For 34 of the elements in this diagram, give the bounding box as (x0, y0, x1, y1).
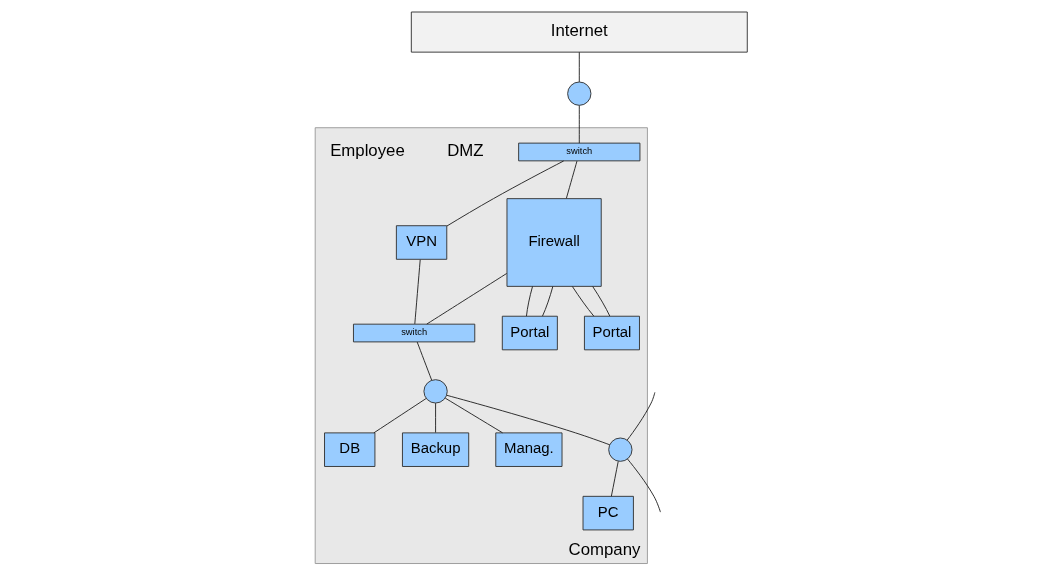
node-box: Firewall (506, 198, 602, 287)
connector (373, 398, 427, 434)
connector (435, 402, 437, 433)
node-circle (567, 81, 592, 106)
connector (578, 105, 580, 144)
node-box: switch (518, 142, 641, 162)
node-box: Internet (410, 11, 748, 53)
connector (626, 391, 656, 441)
connector (444, 397, 504, 434)
node-circle (423, 379, 448, 404)
connector (610, 460, 619, 497)
connector (416, 341, 433, 381)
node-box: VPN (395, 225, 448, 260)
node-box: Portal (501, 315, 558, 351)
connector (571, 286, 595, 317)
node-box: switch (353, 323, 476, 343)
node-box: PC (582, 495, 634, 531)
label: Employee (330, 141, 405, 161)
node-box: Portal (583, 315, 640, 351)
connector (627, 458, 661, 513)
connector (526, 286, 533, 317)
node-box: Backup (402, 432, 470, 467)
connector (592, 286, 611, 317)
connector (446, 394, 611, 446)
node-box: Manag. (495, 432, 563, 467)
connector (426, 273, 508, 325)
connector (578, 51, 580, 83)
node-box: DB (324, 432, 376, 467)
connector (446, 160, 565, 227)
label: DMZ (447, 141, 484, 161)
connector (542, 286, 554, 317)
node-circle (608, 437, 633, 462)
connector (565, 160, 578, 199)
connector (414, 259, 421, 325)
